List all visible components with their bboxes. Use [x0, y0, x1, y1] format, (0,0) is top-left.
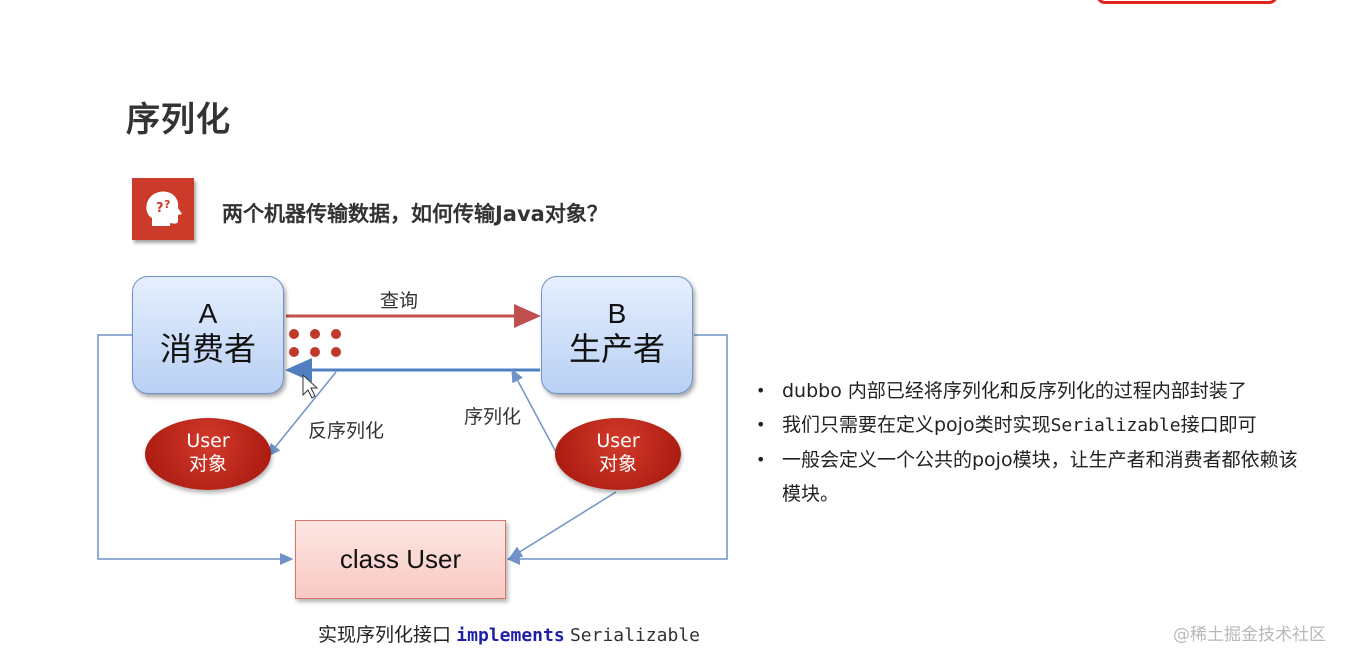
deserialize-arrow	[267, 371, 337, 458]
bullet-text-before: 我们只需要在定义pojo类时实现	[782, 414, 1051, 436]
svg-text:?: ?	[164, 198, 170, 211]
consumer-letter: A	[198, 298, 218, 329]
consumer-role: 消费者	[159, 330, 256, 368]
bullet-item: • 一般会定义一个公共的pojo模块，让生产者和消费者都依赖该模块。	[756, 443, 1316, 511]
watermark-text: @稀土掘金技术社区	[1173, 625, 1326, 645]
serialize-label: 序列化	[464, 406, 522, 428]
user-to-class-arrow	[508, 491, 617, 559]
bullet-item: • 我们只需要在定义pojo类时实现Serializable接口即可	[756, 408, 1316, 443]
bullet-list: • dubbo 内部已经将序列化和反序列化的过程内部封装了 • 我们只需要在定义…	[756, 374, 1316, 511]
serialize-arrow	[511, 368, 557, 453]
svg-text:?: ?	[156, 201, 164, 216]
user-object-line2: 对象	[188, 453, 227, 475]
data-packet-dots	[289, 329, 341, 357]
bullet-dot: •	[756, 415, 766, 434]
bullet-text-mono: Serializable	[1050, 415, 1181, 436]
producer-letter: B	[607, 298, 627, 329]
data-dot	[289, 329, 299, 339]
consumer-class-connector	[97, 334, 294, 565]
user-object-consumer: User 对象	[145, 418, 271, 490]
slide-title: 序列化	[126, 100, 231, 140]
bullet-text-after: 接口即可	[1180, 414, 1257, 436]
bullet-dot: •	[756, 381, 766, 400]
question-head-icon: ? ?	[132, 178, 194, 240]
deserialize-label: 反序列化	[308, 420, 385, 442]
class-user-box: class User	[295, 520, 506, 599]
bullet-item: • dubbo 内部已经将序列化和反序列化的过程内部封装了	[756, 374, 1316, 408]
question-text: 两个机器传输数据，如何传输Java对象？	[222, 202, 608, 226]
producer-class-connector	[506, 334, 728, 565]
data-dot	[310, 347, 320, 357]
caption-type: Serializable	[569, 625, 700, 646]
data-dot	[331, 347, 341, 357]
bullet-text: 一般会定义一个公共的pojo模块，让生产者和消费者都依赖该模块。	[782, 449, 1298, 505]
data-dot	[331, 329, 341, 339]
query-label: 查询	[380, 290, 419, 312]
data-dot	[310, 329, 320, 339]
bullet-dot: •	[756, 450, 766, 469]
user-object-line2: 对象	[598, 453, 637, 475]
caption-prefix: 实现序列化接口	[318, 624, 452, 646]
producer-box: B 生产者	[541, 276, 693, 394]
caption-keyword: implements	[456, 625, 565, 646]
user-object-line1: User	[596, 430, 640, 452]
bullet-text: dubbo 内部已经将序列化和反序列化的过程内部封装了	[782, 380, 1247, 402]
user-object-line1: User	[186, 430, 230, 452]
producer-role: 生产者	[568, 330, 665, 368]
user-object-producer: User 对象	[555, 418, 681, 490]
data-dot	[289, 347, 299, 357]
serializable-caption: 实现序列化接口 implements Serializable	[318, 620, 700, 647]
consumer-box: A 消费者	[132, 276, 284, 394]
mouse-cursor-icon	[302, 373, 319, 399]
